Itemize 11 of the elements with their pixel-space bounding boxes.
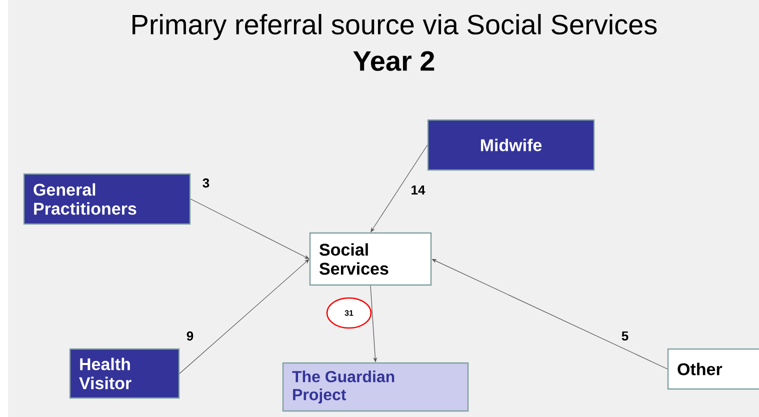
- process-box: Other: [667, 348, 759, 390]
- subtitle: Year 2: [353, 51, 434, 71]
- source-box: Midwife: [427, 119, 595, 171]
- title: Primary referral source via Social Services: [132, 14, 657, 40]
- destination-box: The Guardian Project: [282, 362, 469, 412]
- arrow: [370, 144, 428, 232]
- arrow: [179, 259, 310, 374]
- source-box: General Practitioners: [23, 173, 191, 225]
- edge-label: 14: [410, 184, 426, 196]
- source-box: Health Visitor: [69, 348, 180, 399]
- process-box: Social Services: [309, 232, 432, 286]
